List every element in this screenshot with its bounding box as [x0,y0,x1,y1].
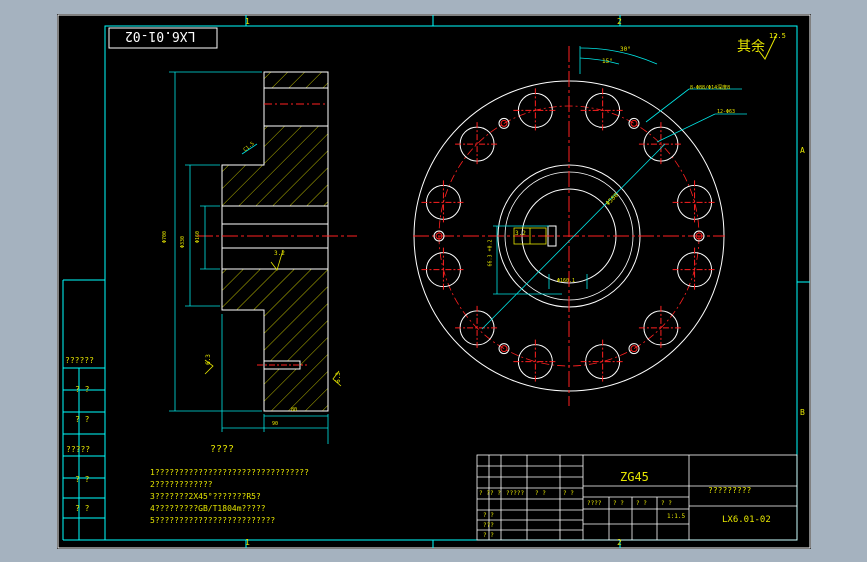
bolt-hole-inner [500,119,508,127]
tb-header-2: ? ? [490,490,501,497]
title-block-grid [476,454,798,541]
other-roughness-text: 其余 [737,39,765,55]
bolt-hole [498,343,510,355]
title-block-code: LX6.01-02 [722,515,771,525]
section-upper-bore [263,87,329,127]
keyway-depth-label: 66.3 +0.2 [487,239,494,267]
inner-frame [104,25,798,541]
bolt-hole-inner [695,232,703,240]
hub-dia-label: Φ330 [180,235,187,249]
left-label-1: ?????? [65,356,94,365]
section-dimensions [169,71,329,444]
bolt-hole [693,230,705,242]
bolt-hole-inner [500,345,508,353]
front-view [413,33,778,406]
tb-right-2: ? ? [613,500,624,507]
zone-top-2: 2 [617,17,622,26]
tech-note-5: 5????????????????????????? [150,516,276,525]
title-block-scale: 1:1.5 [667,513,686,520]
tb-row-label-2: ??? [483,522,494,529]
outer-dia-label: Φ700 [162,230,169,244]
left-label-5: ? ? [75,475,90,484]
section-lower-part [221,268,329,412]
other-roughness-value: 12.5 [769,32,786,40]
left-label-3: ? ? [75,415,90,424]
zone-bottom-1: 1 [245,538,250,547]
tb-header-4: ? ? [535,490,546,497]
tech-title: ???? [210,444,235,455]
bolt-hole [628,343,640,355]
bolt-hole [628,117,640,129]
tb-right-3: ? ? [636,500,647,507]
code-box-top [108,27,218,49]
section-view [169,71,357,444]
bolt-hole-label: 8-Φ88/Φ14深度8 [690,85,731,91]
tb-right-1: ???? [587,500,602,507]
tech-note-2: 2???????????? [150,480,213,489]
material-label: ZG45 [620,470,649,484]
angle-30-label: 30° [620,46,631,53]
angle-15-label: 15° [602,58,613,65]
left-label-4: ????? [66,445,91,454]
roughness-front [513,227,547,245]
drawing-sheet: LX6.01-02 其余 12.5 30° 15° 8-Φ88/Φ14深度8 1… [57,14,811,549]
keyway-slot [221,205,329,270]
left-label-2: ? ? [75,385,90,394]
front-dimensions [481,46,747,330]
tb-header-3: ????? [506,490,525,497]
tech-note-3: 3???????2X45°???????R5? [150,492,261,501]
rough-right-label: 6.3 [334,372,342,383]
drawing-code-top: LX6.01-02 [125,28,196,43]
bore-dia-label: Φ160.1 [557,278,576,284]
pin-hole-label: 12-Φ63 [717,109,736,115]
length-90-label: 90 [272,421,279,427]
binding-strip-rows [63,367,105,540]
tech-notes: 1???????????????????????????????? 2?????… [150,467,309,527]
tech-note-1: 1???????????????????????????????? [150,468,309,477]
other-roughness-symbol [758,33,778,60]
bolt-hole-inner [630,345,638,353]
tb-header-5: ? ? [563,490,574,497]
zone-right-a: A [800,146,805,155]
bolt-hole-inner [630,119,638,127]
zone-ticks [245,15,810,548]
zone-bottom-2: 2 [617,538,622,547]
zone-top-1: 1 [245,17,250,26]
bolt-hole [433,230,445,242]
drawing-canvas [57,14,811,549]
rough-face-label: 6.3 [204,354,212,365]
rough-bore-label: 3.2 [274,250,285,257]
tb-row-label-1: ? ? [483,512,494,519]
title-block-name: ????????? [708,486,752,495]
roughness-symbols [204,249,342,387]
tech-note-4: 4?????????GB/T1804m????? [150,504,266,513]
zone-right-b: B [800,408,805,417]
bolt-hole [498,117,510,129]
tb-right-4: ? ? [661,500,672,507]
hole-pattern [421,88,717,384]
left-label-6: ? ? [75,504,90,513]
bore-dia-left-label: Φ160 [195,230,202,244]
tb-header-1: ? ? [479,490,490,497]
bolt-hole-inner [435,232,443,240]
length-80-label: 80 [291,407,298,413]
tb-row-label-3: ? ? [483,532,494,539]
keyway-rough-label: 3.2 [515,230,526,237]
